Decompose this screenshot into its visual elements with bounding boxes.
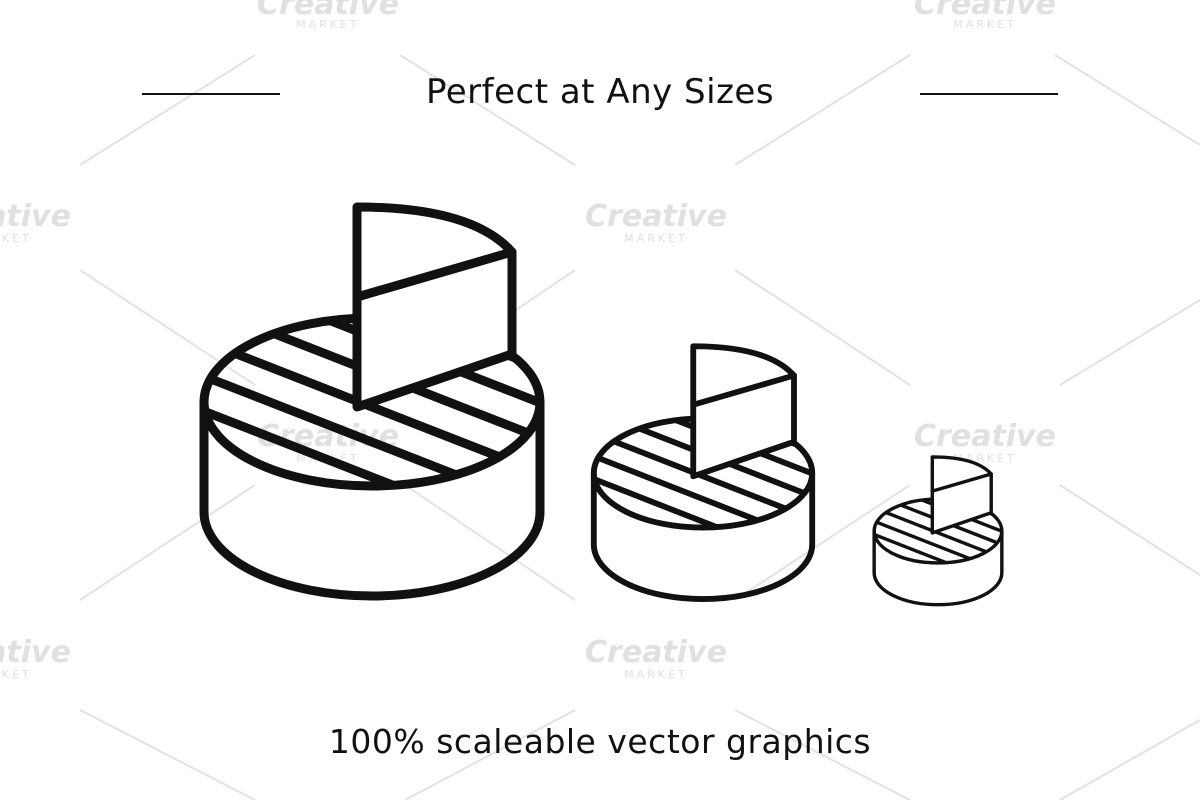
cheese-large-icon (142, 207, 602, 602)
title-rule-left (142, 93, 280, 95)
cheese-small-icon (851, 457, 1026, 607)
page-title: Perfect at Any Sizes (425, 72, 775, 112)
caption: 100% scaleable vector graphics (328, 722, 872, 761)
cheese-medium-icon (554, 346, 853, 603)
title-rule-right (920, 93, 1058, 95)
